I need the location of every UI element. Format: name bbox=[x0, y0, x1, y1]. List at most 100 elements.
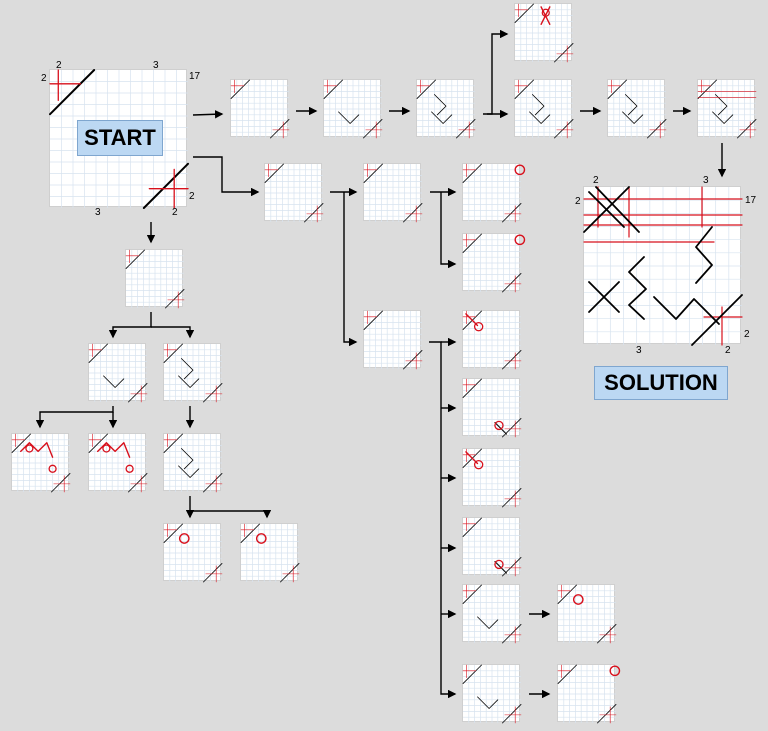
state-board bbox=[462, 163, 526, 223]
solution-line bbox=[695, 226, 713, 284]
solution-line bbox=[588, 191, 625, 228]
solution-line bbox=[595, 186, 640, 233]
state-line bbox=[714, 94, 728, 116]
red-circle bbox=[255, 533, 267, 544]
state-line bbox=[494, 561, 507, 574]
state-line bbox=[494, 422, 507, 435]
solution-banner: SOLUTION bbox=[594, 366, 728, 400]
state-line bbox=[178, 465, 200, 478]
start-banner: START bbox=[77, 120, 163, 156]
corner-line bbox=[462, 664, 482, 684]
state-line bbox=[103, 375, 125, 388]
state-board bbox=[514, 79, 574, 139]
corner-line bbox=[203, 473, 223, 493]
corner-line bbox=[502, 418, 522, 438]
corner-line bbox=[304, 203, 324, 223]
state-line bbox=[431, 111, 453, 124]
corner-line bbox=[597, 704, 617, 724]
corner-line bbox=[128, 383, 148, 403]
start-clue-bottom-left: 3 bbox=[95, 207, 101, 218]
corner-line bbox=[203, 383, 223, 403]
corner-line bbox=[416, 79, 436, 99]
state-board bbox=[462, 233, 526, 293]
corner-line bbox=[737, 119, 757, 139]
state-line bbox=[180, 358, 194, 380]
state-line bbox=[477, 696, 499, 709]
state-line bbox=[531, 94, 545, 116]
corner-line bbox=[502, 704, 522, 724]
solution-clue-right-bottom: 2 bbox=[744, 329, 750, 340]
state-line bbox=[477, 616, 499, 629]
corner-line bbox=[697, 79, 717, 99]
state-board bbox=[323, 79, 383, 139]
state-board bbox=[125, 249, 185, 309]
state-board bbox=[514, 3, 574, 63]
state-board bbox=[462, 584, 522, 644]
arrow bbox=[35, 406, 114, 429]
red-circle bbox=[514, 164, 526, 176]
solution-clue-bottom-left: 3 bbox=[636, 345, 642, 356]
corner-line bbox=[240, 523, 260, 543]
corner-line bbox=[270, 119, 290, 139]
state-board bbox=[462, 517, 522, 577]
state-board bbox=[462, 664, 522, 724]
corner-line bbox=[502, 624, 522, 644]
corner-line bbox=[11, 433, 31, 453]
state-board bbox=[264, 163, 324, 223]
corner-line bbox=[554, 43, 574, 63]
corner-line bbox=[165, 289, 185, 309]
red-circle bbox=[572, 594, 584, 605]
corner-line bbox=[280, 563, 300, 583]
red-circle bbox=[25, 444, 34, 453]
solution-board bbox=[583, 186, 743, 346]
corner-line bbox=[514, 3, 534, 23]
state-board bbox=[163, 343, 223, 403]
arrow bbox=[487, 29, 509, 115]
arrow bbox=[440, 192, 457, 269]
corner-line bbox=[607, 79, 627, 99]
start-clue-left: 2 bbox=[41, 73, 47, 84]
solution-board-grid bbox=[583, 186, 743, 346]
corner-line bbox=[230, 79, 250, 99]
state-board bbox=[462, 448, 522, 508]
corner-line bbox=[502, 488, 522, 508]
state-board bbox=[607, 79, 667, 139]
corner-line bbox=[462, 517, 482, 537]
arrow bbox=[108, 312, 152, 339]
corner-line bbox=[163, 433, 183, 453]
arrow bbox=[343, 192, 358, 347]
corner-line bbox=[597, 624, 617, 644]
corner-line bbox=[462, 378, 482, 398]
state-board bbox=[363, 163, 423, 223]
corner-line bbox=[456, 119, 476, 139]
arrow bbox=[429, 341, 457, 699]
corner-line bbox=[502, 273, 522, 293]
solution-line bbox=[628, 256, 647, 320]
corner-line bbox=[323, 79, 343, 99]
red-mark bbox=[96, 441, 131, 458]
corner-line bbox=[557, 664, 577, 684]
corner-line bbox=[125, 249, 145, 269]
start-clue-right: 17 bbox=[189, 71, 201, 82]
red-circle bbox=[609, 665, 621, 677]
corner-line bbox=[128, 473, 148, 493]
state-board bbox=[11, 433, 71, 493]
arrow bbox=[190, 510, 272, 519]
corner-line bbox=[163, 343, 183, 363]
red-mark bbox=[19, 441, 54, 458]
solution-clue-right: 17 bbox=[745, 195, 757, 206]
start-clue-right-bottom: 2 bbox=[189, 191, 195, 202]
corner-line bbox=[462, 233, 482, 253]
state-board bbox=[88, 433, 148, 493]
corner-line bbox=[502, 557, 522, 577]
arrow bbox=[151, 326, 195, 339]
corner-line bbox=[203, 563, 223, 583]
solution-line bbox=[691, 294, 743, 346]
corner-line bbox=[363, 119, 383, 139]
solution-clue-left: 2 bbox=[575, 196, 581, 207]
state-line bbox=[180, 448, 194, 470]
corner-line bbox=[502, 350, 522, 370]
corner-line bbox=[88, 433, 108, 453]
